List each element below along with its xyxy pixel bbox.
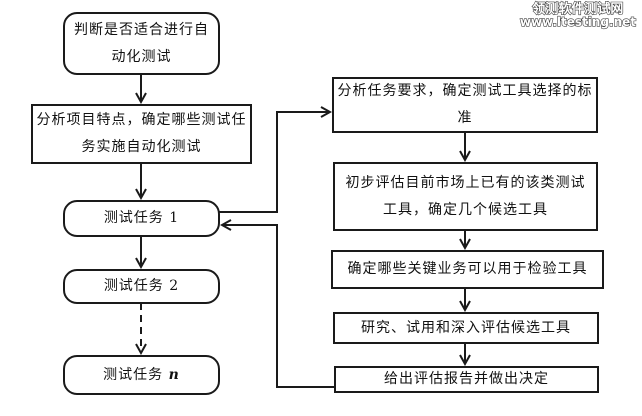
task-label: 测试任务 [103,278,164,294]
arrow-task1-to-tool-criteria [219,112,330,213]
node-text-line1: 研究、试用和深入评估候选工具 [361,319,571,336]
node-text-line2: 工具，确定几个候选工具 [383,201,548,218]
node-text-line1: 判断是否适合进行自 [74,21,209,38]
task-index: 1 [169,210,180,226]
arrow-decision-back-to-task1 [222,225,334,388]
watermark-url: www.ltesting.net [519,15,636,29]
node-text-line1: 给出评估报告并做出决定 [384,371,549,387]
node-trial-and-evaluate: 研究、试用和深入评估候选工具 [333,312,599,344]
task-label: 测试任务 [103,210,164,226]
task-index: 2 [169,278,180,294]
node-text-line1: 分析任务要求，确定测试工具选择的标 [337,83,593,99]
node-text-line2: 务实施自动化测试 [81,139,202,155]
node-initial-market-evaluation: 初步评估目前市场上已有的该类测试 工具，确定几个候选工具 [333,162,598,231]
task-index: n [168,366,180,383]
node-text-line1: 初步评估目前市场上已有的该类测试 [345,174,586,191]
node-decide-suitability: 判断是否适合进行自 动化测试 [63,12,220,75]
node-test-task-2: 测试任务 2 [63,269,220,304]
node-text-line2: 动化测试 [111,48,172,65]
node-test-task-1: 测试任务 1 [63,200,220,237]
node-report-and-decide: 给出评估报告并做出决定 [334,366,599,393]
watermark-title: 领测软件测试网 [532,2,624,17]
node-key-business-selection: 确定哪些关键业务可以用于检验工具 [331,250,604,289]
node-test-task-n: 测试任务 n [63,355,220,395]
watermark-logo: 领测软件测试网 www.ltesting.net [519,2,636,29]
node-text-line1: 分析项目特点，确定哪些测试任 [36,112,247,128]
node-text-line1: 确定哪些关键业务可以用于检验工具 [347,261,588,277]
node-text-line2: 准 [457,110,473,126]
task-label: 测试任务 [103,366,164,383]
node-define-tool-criteria: 分析任务要求，确定测试工具选择的标 准 [332,77,598,133]
node-analyze-project: 分析项目特点，确定哪些测试任 务实施自动化测试 [31,104,252,164]
